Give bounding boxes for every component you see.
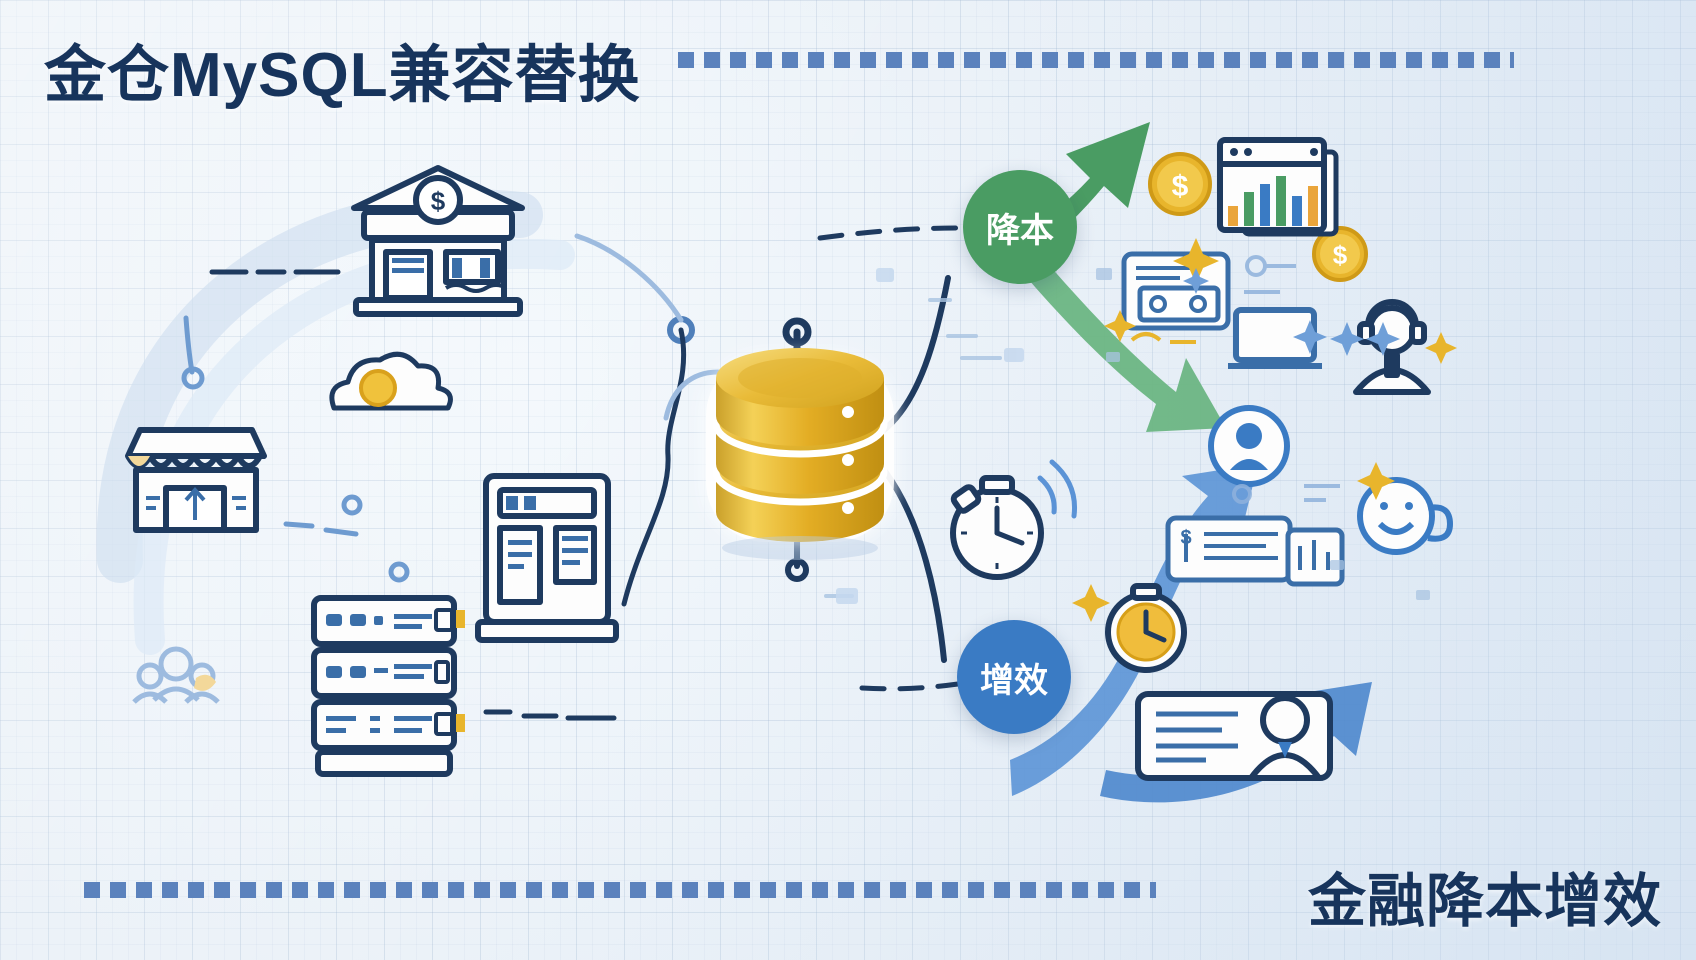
- svg-text:$: $: [1172, 170, 1189, 203]
- server-rack-icon: [311, 595, 457, 777]
- agent-headset-icon: [1353, 299, 1431, 395]
- sparkle-icon-group: [1072, 238, 1457, 622]
- svg-text:$: $: [431, 186, 446, 216]
- bank-dollar-glyph: $: [431, 186, 446, 216]
- smiley-face-icon: [1357, 477, 1435, 555]
- svg-text:$: $: [1333, 240, 1348, 270]
- footer-title: 金融降本增效: [1307, 869, 1662, 934]
- badge-efficiency-label: 增效: [980, 661, 1048, 700]
- bar-chart-bars: [1228, 176, 1318, 226]
- customer-avatar-icon: [1208, 405, 1290, 487]
- gold-coin-icon-2: $: [1312, 226, 1368, 282]
- svg-text:$: $: [1180, 527, 1191, 549]
- cloud-coin-disc: [359, 369, 397, 407]
- gold-coin-icon: $: [1148, 152, 1212, 216]
- atm-kiosk-icon: [475, 473, 619, 643]
- bank-building-icon: [351, 165, 525, 317]
- smiley-ear-icon: [1427, 504, 1454, 542]
- badge-efficiency[interactable]: 增效: [957, 620, 1071, 734]
- banknote-card-icon: [1121, 251, 1231, 331]
- badge-cost-label: 降本: [986, 211, 1054, 250]
- sparkle-icon-blue: [1183, 268, 1400, 356]
- arrow-down-reduce-icon: [1010, 236, 1226, 432]
- top-dashed-rule: [678, 52, 1514, 68]
- bottom-dashed-rule: [84, 882, 1156, 898]
- badge-cost-reduction[interactable]: 降本: [963, 170, 1077, 284]
- page-title: 金仓MySQL兼容替换: [44, 41, 641, 110]
